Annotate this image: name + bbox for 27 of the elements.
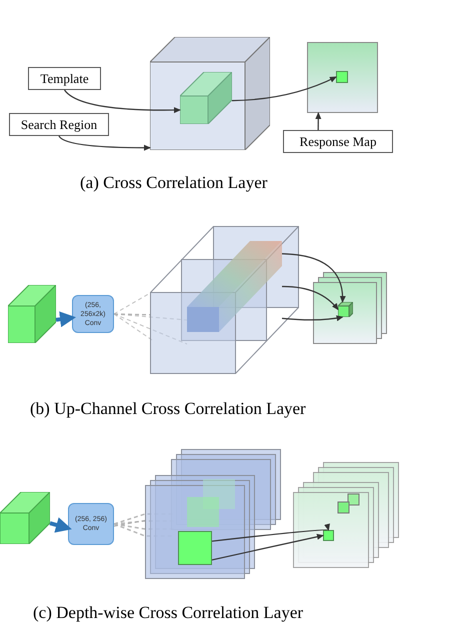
- feature-column: [187, 241, 282, 332]
- label-box: Template: [28, 67, 101, 90]
- caption: (a) Cross Correlation Layer: [80, 172, 268, 194]
- arrow: [232, 76, 337, 102]
- arrow: [49, 517, 72, 533]
- peak-square: [336, 71, 348, 83]
- arrow: [212, 526, 330, 542]
- label-box: Search Region: [9, 113, 109, 136]
- arrow: [64, 90, 181, 114]
- peak-square: [323, 530, 334, 541]
- kernel-square: [178, 531, 212, 565]
- arrow: [56, 311, 76, 328]
- caption: (b) Up-Channel Cross Correlation Layer: [30, 398, 306, 420]
- arrow: [212, 534, 324, 560]
- dashed-line: [114, 313, 150, 316]
- arrow: [315, 112, 322, 130]
- output-cube: [338, 302, 353, 317]
- label-box: Response Map: [283, 130, 393, 153]
- input-cuboid: [0, 492, 50, 544]
- arrow: [58, 136, 151, 151]
- arrow: [282, 315, 344, 322]
- arrow: [282, 286, 339, 310]
- dashed-line: [114, 520, 146, 527]
- caption: (c) Depth-wise Cross Correlation Layer: [33, 602, 304, 624]
- input-cuboid: [8, 285, 56, 343]
- template-cuboid: [180, 72, 232, 124]
- arrow: [282, 253, 346, 303]
